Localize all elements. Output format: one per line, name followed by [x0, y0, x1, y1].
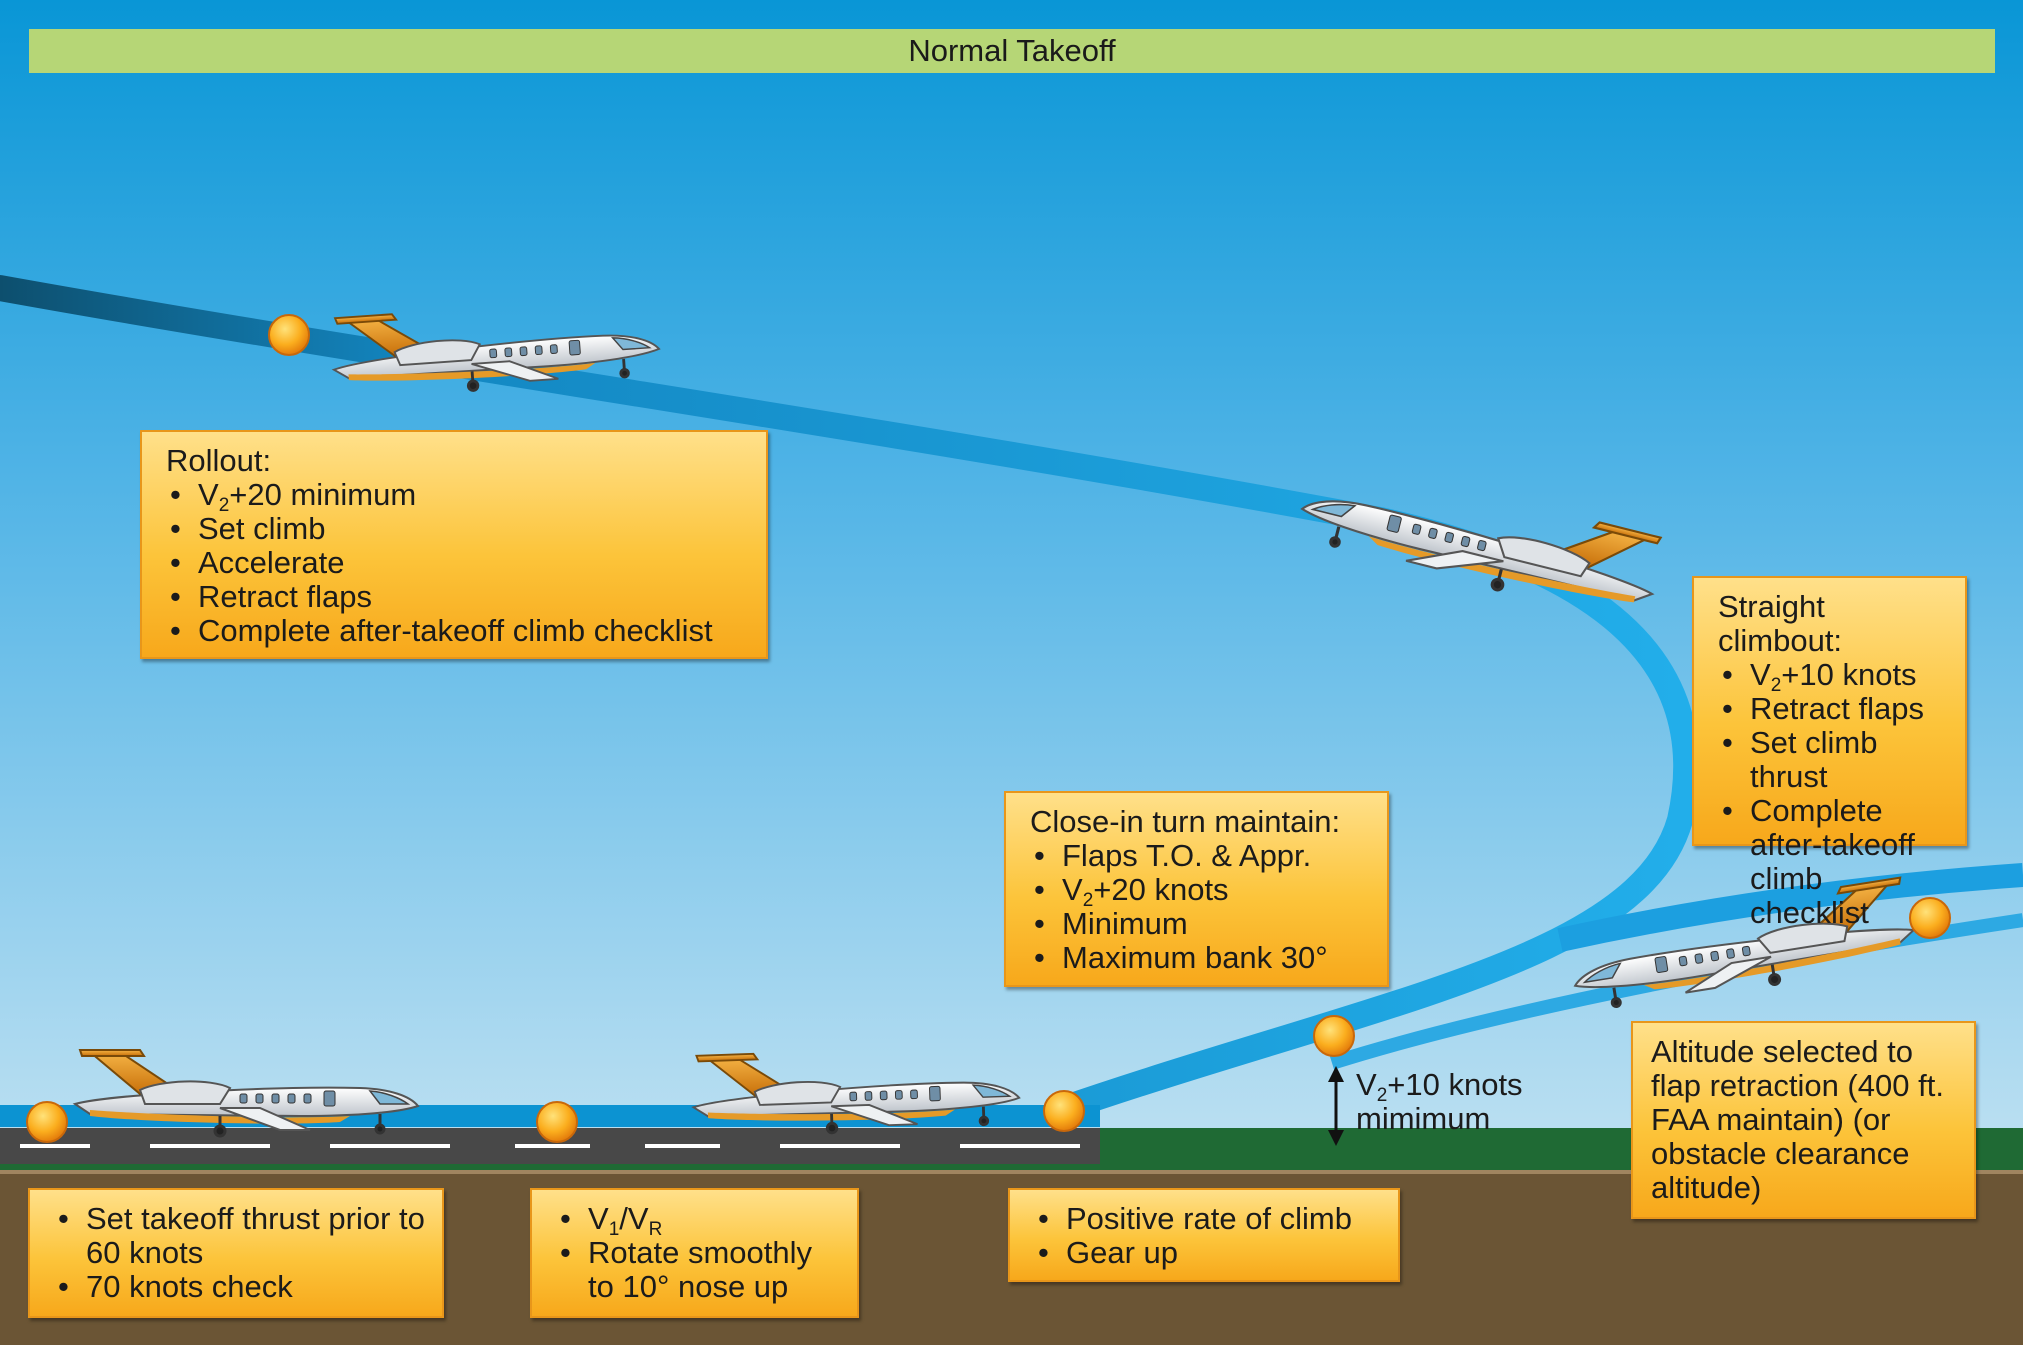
rollout-callout: Rollout: V2+20 minimum Set climb Acceler…	[140, 430, 768, 659]
list-item: 70 knots check	[54, 1270, 426, 1305]
v2-label-line2: mimimum	[1356, 1101, 1491, 1136]
callout-list: Positive rate of climb Gear up	[1034, 1202, 1382, 1271]
list-item: Set climb	[166, 512, 750, 547]
list-item: Complete after-takeoff climb checklist	[166, 614, 750, 649]
list-item: Minimum	[1030, 907, 1371, 942]
list-item: Set takeoff thrust prior to 60 knots	[54, 1202, 426, 1270]
list-item: V2+10 knots	[1718, 658, 1949, 696]
list-item: V2+20 minimum	[166, 478, 750, 516]
callout-list: V2+10 knots Retract flaps Set climb thru…	[1718, 658, 1949, 930]
callout-list: Flaps T.O. & Appr. V2+20 knots Minimum M…	[1030, 839, 1371, 976]
list-item: Positive rate of climb	[1034, 1202, 1382, 1237]
v1-vr-callout: V1/VR Rotate smoothly to 10° nose up	[530, 1188, 859, 1318]
positive-climb-callout: Positive rate of climb Gear up	[1008, 1188, 1400, 1282]
callout-list: V2+20 minimum Set climb Accelerate Retra…	[166, 478, 750, 649]
set-thrust-callout: Set takeoff thrust prior to 60 knots 70 …	[28, 1188, 444, 1318]
list-item: V1/VR	[556, 1202, 841, 1240]
waypoint-marker-icon	[1313, 1015, 1355, 1057]
callout-heading: Rollout:	[166, 443, 272, 478]
straight-climb-path	[1329, 913, 2023, 1070]
waypoint-marker-icon	[1043, 1090, 1085, 1132]
list-item: Set climb thrust	[1718, 726, 1949, 794]
height-arrow-icon	[1328, 1066, 1344, 1146]
v2-label-line1: V2+10 knots	[1356, 1067, 1523, 1106]
list-item: Complete after-takeoff climb checklist	[1718, 794, 1949, 930]
waypoint-marker-icon	[268, 314, 310, 356]
waypoint-marker-icon	[536, 1101, 578, 1143]
list-item: Retract flaps	[166, 580, 750, 615]
callout-heading: Straight climbout:	[1718, 589, 1843, 658]
list-item: V2+20 knots	[1030, 873, 1371, 911]
altitude-selected-callout: Altitude selected to flap retraction (40…	[1631, 1021, 1976, 1219]
callout-list: V1/VR Rotate smoothly to 10° nose up	[556, 1202, 841, 1304]
list-item: Flaps T.O. & Appr.	[1030, 839, 1371, 874]
list-item: Rotate smoothly to 10° nose up	[556, 1236, 841, 1304]
close-in-turn-callout: Close-in turn maintain: Flaps T.O. & App…	[1004, 791, 1389, 987]
callout-text: Altitude selected to flap retraction (40…	[1651, 1034, 1944, 1205]
straight-climbout-callout: Straight climbout: V2+10 knots Retract f…	[1692, 576, 1967, 930]
list-item: Accelerate	[166, 546, 750, 581]
v2-minimum-label: V2+10 knots mimimum	[1356, 1068, 1523, 1136]
waypoint-marker-icon	[26, 1101, 68, 1143]
callout-list: Set takeoff thrust prior to 60 knots 70 …	[54, 1202, 426, 1305]
list-item: Maximum bank 30°	[1030, 941, 1371, 976]
list-item: Gear up	[1034, 1236, 1382, 1271]
callout-heading: Close-in turn maintain:	[1030, 804, 1341, 839]
list-item: Retract flaps	[1718, 692, 1949, 727]
diagram-title: Normal Takeoff	[29, 29, 1995, 73]
